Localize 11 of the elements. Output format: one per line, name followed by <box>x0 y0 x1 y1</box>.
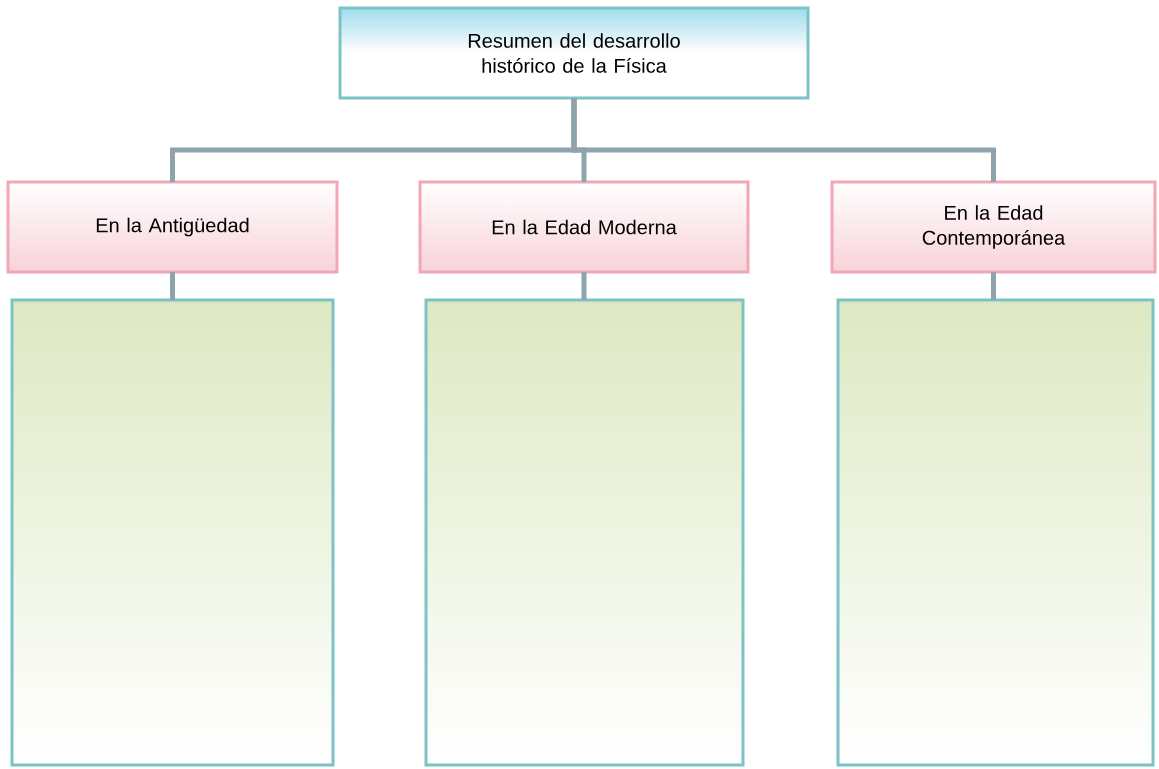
header-box: En la Antigüedad <box>6 180 339 274</box>
header-box: En la Edad Contemporánea <box>830 180 1157 274</box>
content-box <box>836 298 1155 767</box>
connector-line <box>571 98 996 182</box>
title-box: Resumen del desarrollo histórico de la Física <box>338 6 810 100</box>
content-box <box>10 298 335 767</box>
connector-line <box>581 272 587 300</box>
header-box: En la Edad Moderna <box>418 180 750 274</box>
connector-line <box>991 272 996 300</box>
content-box <box>424 298 745 767</box>
connector-line <box>170 272 175 300</box>
